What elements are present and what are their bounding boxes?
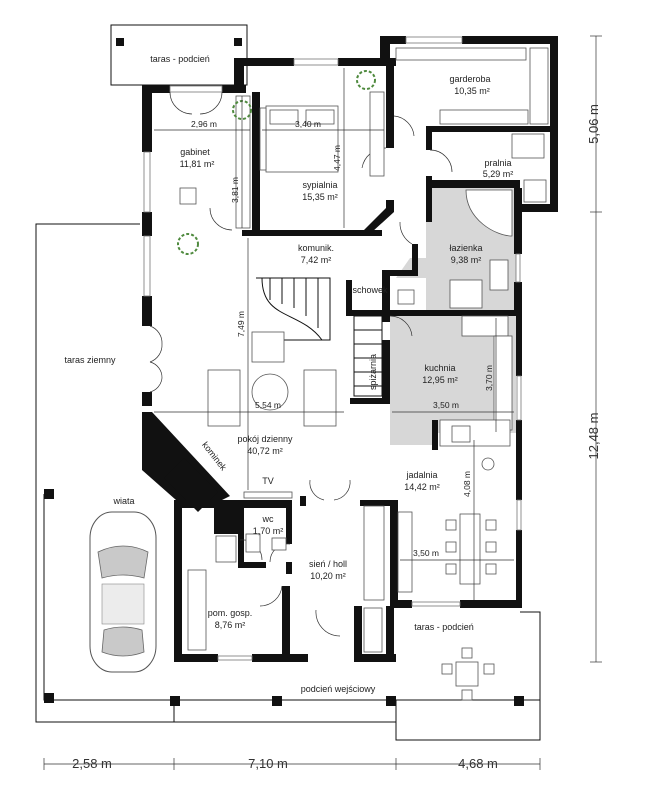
dim-bottom-mid: 7,10 m [248, 756, 288, 771]
room-lazienka-area: 9,38 m² [451, 255, 482, 265]
windows [143, 36, 522, 661]
room-wc-area: 1,70 m² [253, 526, 284, 536]
room-taras-top: taras - podcień [150, 54, 210, 64]
room-spizarnia: spiżarnia [368, 354, 378, 390]
dim-gabinet-width: 2,96 m [191, 119, 217, 129]
room-gabinet-area: 11,81 m² [180, 159, 215, 169]
dim-sypialnia-width: 3,40 m [295, 119, 321, 129]
room-podcien: podcień wejściowy [301, 684, 376, 694]
outer-dimension-labels: 2,58 m 7,10 m 4,68 m 5,06 m 12,48 m [72, 104, 601, 771]
room-gabinet: gabinet [180, 147, 210, 157]
outer-dimension-lines [43, 35, 602, 770]
inner-dimension-lines [154, 68, 514, 600]
room-wc: wc [262, 514, 274, 524]
room-komunik-area: 7,42 m² [301, 255, 332, 265]
room-garderoba-area: 10,35 m² [454, 86, 490, 96]
room-garderoba: garderoba [449, 74, 490, 84]
room-schowek: schowek [352, 285, 388, 295]
room-taras-ziemny: taras ziemny [64, 355, 116, 365]
room-jadalnia-area: 14,42 m² [404, 482, 440, 492]
room-wiata: wiata [112, 496, 134, 506]
dim-jadalnia-width: 3,50 m [413, 548, 439, 558]
room-jadalnia: jadalnia [405, 470, 437, 480]
room-pom-gosp: pom. gosp. [208, 608, 253, 618]
dim-right-bottom: 12,48 m [586, 413, 601, 460]
dim-pokoj-width: 5,54 m [255, 400, 281, 410]
inner-dimension-labels: 2,96 m 3,40 m 4,47 m 3,81 m 7,49 m 5,54 … [191, 119, 494, 558]
dim-right-top: 5,06 m [586, 104, 601, 144]
room-sien: sień / holl [309, 559, 347, 569]
dim-bottom-right: 4,68 m [458, 756, 498, 771]
dim-kuchnia-width: 3,50 m [433, 400, 459, 410]
room-sypialnia: sypialnia [302, 180, 337, 190]
room-pokoj-area: 40,72 m² [247, 446, 283, 456]
dim-bottom-left: 2,58 m [72, 756, 112, 771]
dim-kuchnia-height: 3,70 m [484, 365, 494, 391]
dim-pokoj-height: 7,49 m [236, 311, 246, 337]
room-kuchnia: kuchnia [424, 363, 455, 373]
room-taras-bottom: taras - podcień [414, 622, 474, 632]
staircase [256, 277, 383, 397]
car-illustration [89, 511, 157, 673]
dim-jadalnia-height: 4,08 m [462, 471, 472, 497]
room-pralnia: pralnia [484, 158, 511, 168]
furniture [179, 47, 549, 701]
room-komunik: komunik. [298, 243, 334, 253]
walls [142, 36, 558, 662]
room-pralnia-area: 5,29 m² [483, 169, 514, 179]
dim-gabinet-height: 3,81 m [230, 177, 240, 203]
room-pokoj: pokój dzienny [237, 434, 293, 444]
dim-sypialnia-height: 4,47 m [332, 145, 342, 171]
room-pom-gosp-area: 8,76 m² [215, 620, 246, 630]
room-sypialnia-area: 15,35 m² [302, 192, 338, 202]
room-sien-area: 10,20 m² [310, 571, 346, 581]
terrace-outlines [35, 24, 541, 741]
room-lazienka: łazienka [449, 243, 482, 253]
room-tv: TV [262, 476, 274, 486]
columns [44, 38, 524, 706]
room-kominek: kominek [200, 440, 229, 473]
room-kuchnia-area: 12,95 m² [422, 375, 458, 385]
